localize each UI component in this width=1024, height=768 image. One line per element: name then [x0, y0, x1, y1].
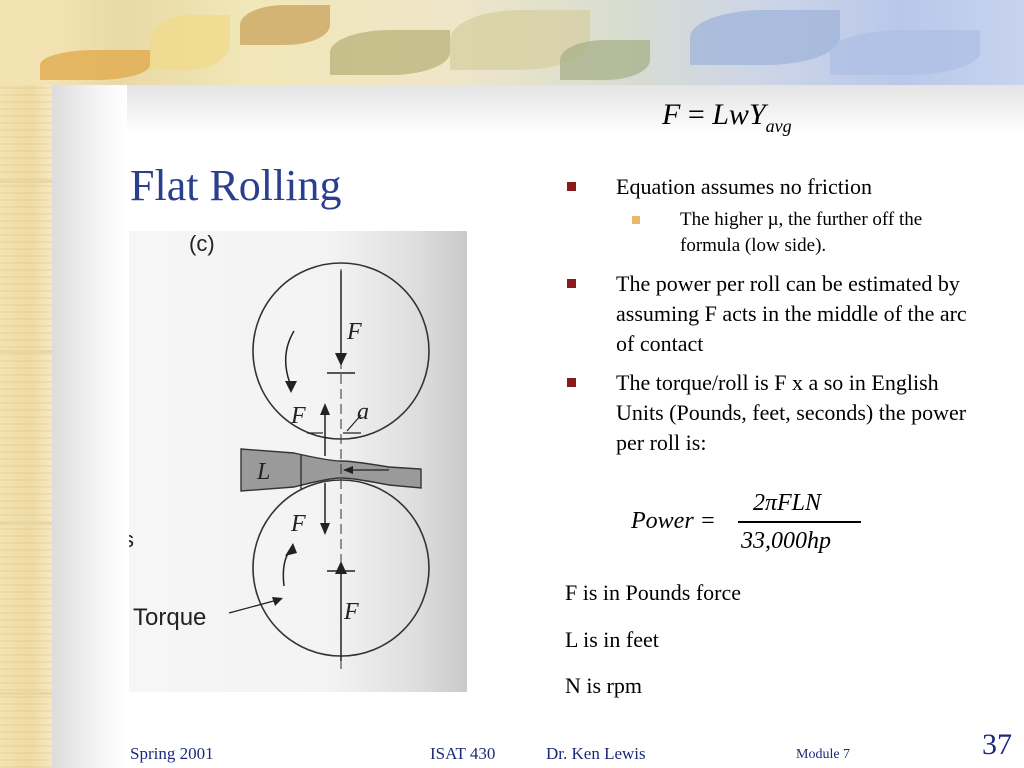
formula-rhs: LwY — [712, 98, 766, 131]
power-numerator: 2πFLN — [753, 490, 822, 516]
panel-label: (c) — [189, 231, 215, 256]
formula-equals: = — [680, 98, 713, 131]
footer-instructor: Dr. Ken Lewis — [546, 744, 646, 763]
bullet-text: The torque/roll is F x a so in English U… — [616, 370, 967, 455]
power-lhs: Power = — [631, 508, 716, 534]
upper-rotation-arrowhead — [285, 381, 297, 393]
torque-leader — [228, 598, 282, 614]
workpiece-strip — [240, 448, 422, 492]
bullet-marker — [567, 279, 576, 288]
slide-title: Flat Rolling — [130, 161, 342, 210]
bullet-item: The torque/roll is F x a so in English U… — [565, 368, 985, 458]
sub-bullet-text: The higher µ, the further off the formul… — [680, 209, 923, 256]
length-label: L — [256, 459, 270, 485]
force-formula: F = LwYavg — [662, 98, 792, 137]
banner-leaf — [690, 10, 840, 65]
rolling-diagram-svg: (c) F F a L F F Torque s — [129, 231, 430, 671]
banner-leaf — [330, 30, 450, 75]
formula-subscript: avg — [765, 116, 792, 136]
strip-seam — [0, 692, 52, 695]
sub-bullet-item: The higher µ, the further off the formul… — [565, 207, 985, 259]
banner-leaf — [150, 15, 230, 70]
bullet-list: Equation assumes no friction The higher … — [565, 172, 985, 467]
angle-label: a — [357, 399, 369, 425]
footer-course: ISAT 430 — [430, 744, 496, 763]
banner-leaf — [240, 5, 330, 45]
page-number: 37 — [982, 728, 1012, 761]
lower-force-arrowhead — [335, 561, 347, 574]
force-label-top: F — [346, 319, 362, 345]
unit-note: F is in Pounds force — [565, 580, 741, 605]
footer-module: Module 7 — [796, 747, 851, 762]
rolling-diagram: (c) F F a L F F Torque s — [129, 231, 467, 692]
banner-leaf — [40, 50, 150, 80]
bullet-item: The power per roll can be estimated by a… — [565, 269, 985, 359]
bullet-item: Equation assumes no friction — [565, 172, 985, 202]
bullet-text: Equation assumes no friction — [616, 174, 873, 199]
torque-label: Torque — [133, 604, 206, 631]
bullet-text: The power per roll can be estimated by a… — [616, 271, 967, 356]
banner-leaf — [830, 30, 980, 75]
force-label-lower-reaction: F — [290, 511, 306, 537]
force-label-reaction: F — [290, 403, 306, 429]
strip-seam — [0, 522, 52, 525]
force-label-bottom: F — [343, 599, 359, 625]
reaction-arrowhead — [320, 403, 330, 415]
lower-rotation-arrowhead — [285, 543, 297, 556]
unit-note: L is in feet — [565, 627, 659, 652]
edge-fragment: s — [129, 527, 134, 552]
strip-seam — [0, 180, 52, 183]
unit-note: N is rpm — [565, 673, 642, 698]
torque-leader-arrowhead — [272, 597, 283, 606]
strip-seam — [0, 350, 52, 353]
top-banner — [0, 0, 1024, 85]
power-denominator: 33,000hp — [741, 528, 831, 554]
formula-F: F — [662, 98, 681, 131]
dim-leader — [346, 414, 362, 432]
banner-leaf — [560, 40, 650, 80]
upper-rotation-arrow — [285, 330, 295, 387]
fraction-bar — [738, 521, 861, 523]
upper-force-arrowhead — [335, 353, 347, 366]
reaction-arrowhead — [320, 523, 330, 535]
bullet-marker — [567, 378, 576, 387]
sub-bullet-marker — [632, 216, 640, 224]
banner-shadow — [52, 85, 1024, 135]
bullet-marker — [567, 182, 576, 191]
left-shadow — [52, 85, 127, 768]
left-parchment-strip — [0, 0, 52, 768]
strip-arrowhead — [343, 466, 353, 474]
footer-date: Spring 2001 — [130, 744, 214, 763]
